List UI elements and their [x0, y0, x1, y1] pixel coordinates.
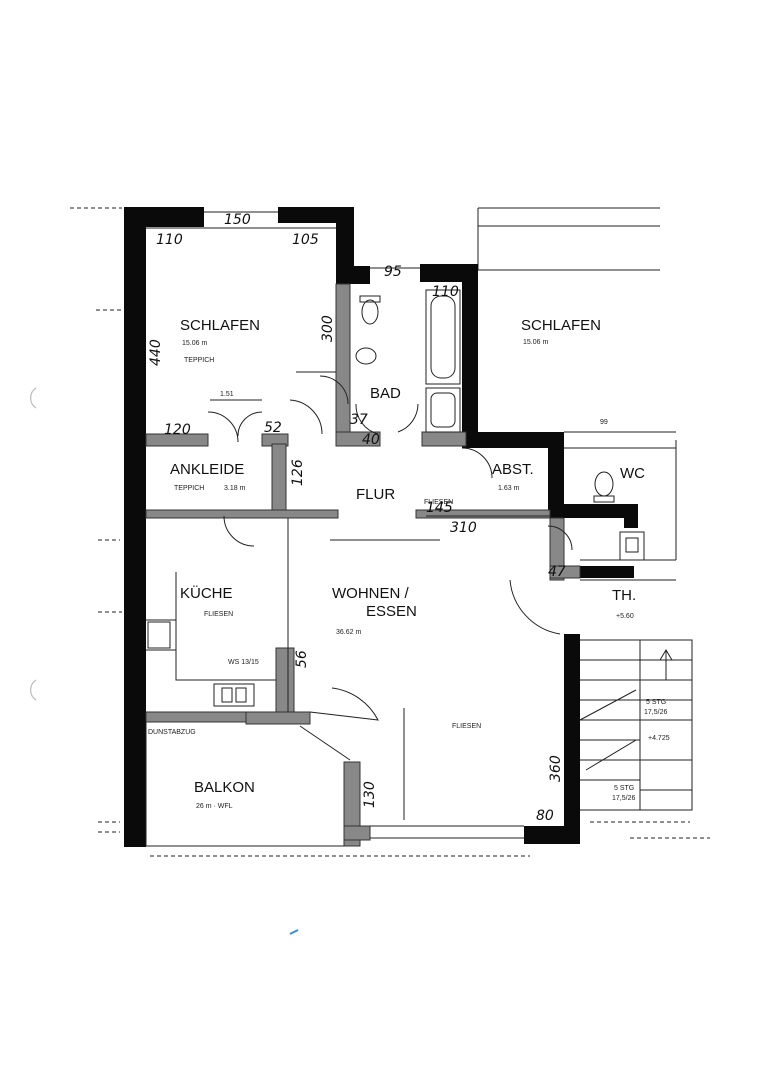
bathtub: [425, 289, 461, 433]
toilet-bad: [359, 295, 381, 325]
room-label-wc: WC: [620, 465, 645, 482]
thin-lines: [145, 211, 677, 847]
construction-lines: [70, 207, 710, 857]
dimension-lines: [210, 371, 440, 820]
pen-mark: [289, 929, 299, 935]
dim-360: 360: [548, 755, 564, 782]
dim-150: 150: [224, 212, 251, 228]
room-label-balkon: BALKON: [194, 779, 255, 796]
exterior-walls: [124, 207, 638, 847]
sink-bad: [355, 347, 377, 365]
area-abst: 1.63 m: [498, 485, 520, 492]
dim-95: 95: [384, 264, 402, 280]
dim-110-top: 110: [432, 284, 459, 300]
dim-151: 1.51: [220, 391, 234, 398]
area-schlafen-left: 15.06 m: [182, 340, 207, 347]
area-wohnen: 36.62 m: [336, 629, 361, 636]
floor-schlafen-left: TEPPICH: [184, 357, 214, 364]
dim-99: 99: [600, 419, 608, 426]
interior-walls: [145, 283, 581, 847]
floor-ankleide: TEPPICH: [174, 485, 204, 492]
dunstabzug-note: DUNSTABZUG: [148, 729, 196, 736]
room-label-schlafen-right: SCHLAFEN: [521, 317, 601, 334]
level-stairs: +4.725: [648, 735, 670, 742]
floor-kueche: FLIESEN: [204, 611, 233, 618]
floor-flur: FLIESEN: [424, 499, 453, 506]
room-label-bad: BAD: [370, 385, 401, 402]
dim-56: 56: [294, 650, 310, 668]
dim-145: 145: [426, 500, 453, 516]
doors: [207, 375, 573, 761]
punch-hole-top: [30, 387, 37, 409]
level-th: +5.60: [616, 613, 634, 620]
punch-hole-bottom: [30, 679, 37, 701]
room-label-wohnen: WOHNEN /: [332, 585, 409, 602]
dim-110-left: 110: [156, 232, 183, 248]
kitchen-counter: [147, 621, 255, 707]
stairs-upper-label: 5 STG: [646, 699, 666, 706]
area-ankleide: 3.18 m: [224, 485, 246, 492]
dim-130: 130: [362, 781, 378, 808]
stairs-lower-label: 5 STG: [614, 785, 634, 792]
floor-wohnen: FLIESEN: [452, 723, 481, 730]
ws-note: WS 13/15: [228, 659, 259, 666]
dim-440: 440: [148, 339, 164, 366]
room-label-schlafen-left: SCHLAFEN: [180, 317, 260, 334]
room-label-abst: ABST.: [492, 461, 534, 478]
dim-105: 105: [292, 232, 319, 248]
dim-47: 47: [548, 564, 566, 580]
staircase: [579, 639, 693, 811]
room-label-essen: ESSEN: [366, 603, 417, 620]
stairs-lower-dim: 17,5/26: [612, 795, 635, 802]
room-label-flur: FLUR: [356, 486, 395, 503]
room-label-kueche: KÜCHE: [180, 584, 233, 602]
stairs-upper-dim: 17,5/26: [644, 709, 667, 716]
area-schlafen-right: 15.06 m: [523, 339, 548, 346]
dim-300: 300: [320, 315, 336, 342]
dim-37: 37: [350, 412, 368, 428]
dim-126: 126: [290, 459, 306, 486]
dim-120: 120: [164, 422, 191, 438]
dim-310: 310: [450, 520, 477, 536]
room-label-ankleide: ANKLEIDE: [170, 461, 244, 478]
dim-80: 80: [536, 808, 554, 824]
area-balkon: 26 m · WFL: [196, 803, 233, 810]
toilet-wc: [593, 471, 615, 503]
stove: [619, 531, 645, 561]
room-label-th: TH.: [612, 587, 636, 604]
dim-40: 40: [362, 432, 380, 448]
dim-52: 52: [264, 420, 282, 436]
